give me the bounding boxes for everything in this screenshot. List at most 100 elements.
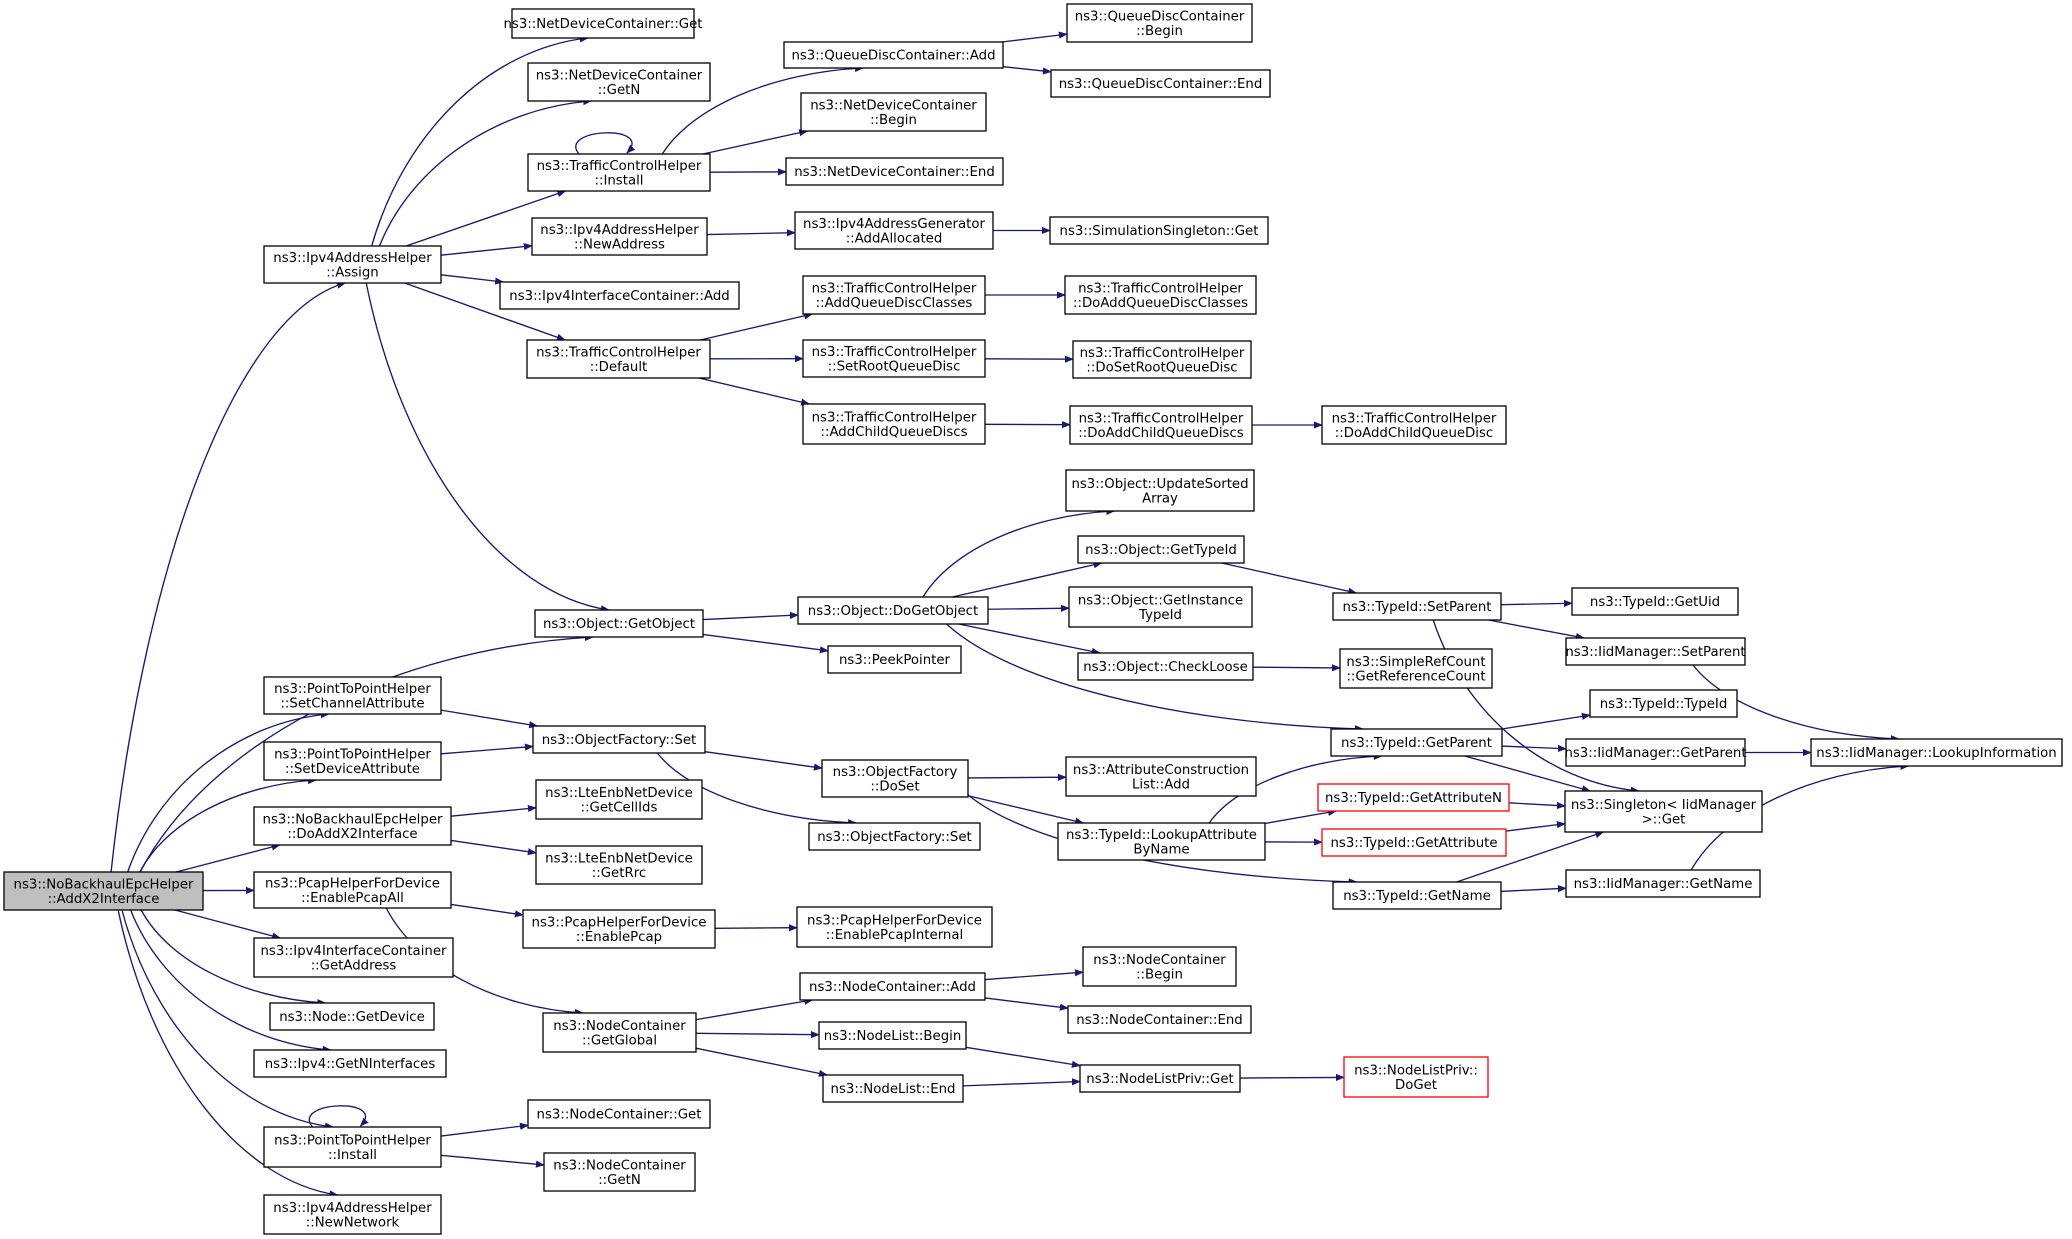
function-node[interactable]: ns3::NodeList::End — [822, 1074, 964, 1103]
function-node[interactable]: ns3::Ipv4InterfaceContainer::Add — [499, 281, 740, 310]
function-node[interactable]: ns3::Ipv4AddressGenerator::AddAllocated — [794, 211, 994, 250]
function-node[interactable]: ns3::ObjectFactory::DoSet — [821, 759, 969, 798]
function-node[interactable]: ns3::TrafficControlHelper::SetRootQueueD… — [802, 339, 986, 378]
call-edge — [695, 1047, 828, 1077]
function-node[interactable]: ns3::SimpleRefCount::GetReferenceCount — [1339, 648, 1493, 689]
function-node[interactable]: ns3::PcapHelperForDevice::EnablePcapAll — [253, 871, 452, 909]
function-node[interactable]: ns3::Object::DoGetObject — [797, 596, 989, 625]
node-label: ns3::NodeContainer — [553, 1019, 686, 1034]
function-node[interactable]: ns3::TrafficControlHelper::DoSetRootQueu… — [1072, 340, 1252, 379]
node-label: ::Begin — [870, 113, 917, 128]
node-label: ns3::TypeId::GetAttributeN — [1325, 791, 1502, 806]
function-node[interactable]: ns3::QueueDiscContainer::Add — [783, 41, 1004, 69]
function-node[interactable]: ns3::IidManager::SetParent — [1565, 637, 1746, 666]
node-label: ByName — [1133, 842, 1189, 857]
function-node[interactable]: ns3::NetDeviceContainer::GetN — [527, 62, 711, 102]
function-node[interactable]: ns3::TrafficControlHelper::AddQueueDiscC… — [802, 275, 986, 315]
function-node[interactable]: ns3::TrafficControlHelper::Default — [526, 339, 711, 379]
function-node[interactable]: ns3::TypeId::GetAttributeN — [1317, 783, 1510, 812]
function-node[interactable]: ns3::QueueDiscContainer::Begin — [1066, 3, 1253, 43]
function-node[interactable]: ns3::TrafficControlHelper::DoAddQueueDis… — [1064, 275, 1257, 315]
node-label: ns3::TrafficControlHelper — [536, 345, 701, 360]
node-label: ns3::TypeId::TypeId — [1600, 697, 1728, 712]
node-label: ::Install — [595, 173, 644, 188]
function-node[interactable]: ns3::TrafficControlHelper::AddChildQueue… — [802, 403, 986, 445]
function-node[interactable]: ns3::PointToPointHelper::SetDeviceAttrib… — [263, 741, 442, 781]
function-node[interactable]: ns3::NoBackhaulEpcHelper::DoAddX2Interfa… — [253, 806, 452, 846]
function-node[interactable]: ns3::NodeList::Begin — [818, 1021, 967, 1050]
node-label: ns3::SimpleRefCount — [1346, 655, 1485, 670]
node-label: Array — [1142, 491, 1178, 506]
function-node[interactable]: ns3::PointToPointHelper::SetChannelAttri… — [263, 676, 442, 715]
function-node[interactable]: ns3::TypeId::GetName — [1332, 881, 1502, 910]
function-node[interactable]: ns3::QueueDiscContainer::End — [1050, 69, 1271, 98]
function-node[interactable]: ns3::Ipv4AddressHelper::NewAddress — [531, 217, 708, 256]
function-node[interactable]: ns3::Singleton< IidManager >::Get — [1564, 790, 1763, 833]
function-node[interactable]: ns3::NetDeviceContainer::End — [785, 157, 1004, 186]
node-label: ns3::IidManager::LookupInformation — [1816, 746, 2056, 761]
function-node[interactable]: ns3::Object::CheckLoose — [1077, 652, 1254, 681]
node-label: ns3::TypeId::GetAttribute — [1330, 836, 1497, 851]
function-node[interactable]: ns3::PcapHelperForDevice::EnablePcapInte… — [796, 906, 993, 948]
function-node[interactable]: ns3::Ipv4AddressHelper::Assign — [263, 245, 442, 284]
node-box — [1589, 689, 1738, 718]
function-node[interactable]: ns3::TypeId::SetParent — [1332, 592, 1502, 621]
function-node[interactable]: ns3::Ipv4InterfaceContainer::GetAddress — [253, 937, 454, 978]
node-label: ::Install — [328, 1148, 377, 1163]
function-node[interactable]: ns3::TrafficControlHelper::DoAddChildQue… — [1069, 405, 1253, 445]
function-node[interactable]: ns3::IidManager::GetParent — [1564, 738, 1747, 767]
function-node[interactable]: ns3::NodeContainer::GetGlobal — [542, 1012, 697, 1053]
function-node[interactable]: ns3::NodeContainer::Get — [527, 1099, 711, 1129]
function-node[interactable]: ns3::Ipv4::GetNInterfaces — [253, 1049, 447, 1078]
function-node[interactable]: ns3::TypeId::GetUid — [1571, 587, 1739, 616]
call-edge — [378, 98, 593, 247]
node-box — [1079, 1064, 1241, 1093]
node-label: ::EnablePcapAll — [301, 891, 404, 906]
function-node[interactable]: ns3::TypeId::GetParent — [1330, 728, 1503, 757]
function-node[interactable]: ns3::TrafficControlHelper::Install — [527, 153, 711, 192]
node-box — [1321, 405, 1507, 445]
node-label: ns3::NodeContainer — [1093, 953, 1226, 968]
function-node[interactable]: ns3::LteEnbNetDevice::GetRrc — [535, 845, 703, 885]
function-node[interactable]: ns3::PcapHelperForDevice::EnablePcap — [522, 909, 716, 949]
function-node[interactable]: ns3::Object::GetObject — [534, 609, 704, 638]
function-node[interactable]: ns3::PointToPointHelper::Install — [263, 1126, 442, 1168]
node-label: ns3::NetDeviceContainer — [810, 98, 977, 113]
function-node[interactable]: ns3::IidManager::GetName — [1565, 869, 1761, 898]
function-node[interactable]: ns3::NodeContainer::GetN — [543, 1152, 696, 1192]
function-node[interactable]: ns3::NodeContainer::Begin — [1082, 946, 1237, 987]
function-node[interactable]: ns3::NodeContainer::Add — [799, 972, 986, 1001]
function-node[interactable]: ns3::SimulationSingleton::Get — [1049, 216, 1269, 245]
function-node[interactable]: ns3::PeekPointer — [827, 645, 962, 674]
call-edge — [440, 1122, 529, 1137]
function-node[interactable]: ns3::NodeListPriv::Get — [1079, 1064, 1241, 1093]
function-node[interactable]: ns3::TrafficControlHelper::DoAddChildQue… — [1321, 405, 1507, 445]
node-label: ::GetAddress — [311, 958, 397, 973]
node-box — [542, 1012, 697, 1053]
function-node[interactable]: ns3::Ipv4AddressHelper::NewNetwork — [263, 1194, 442, 1235]
function-node[interactable]: ns3::Node::GetDevice — [269, 1002, 435, 1031]
function-node[interactable]: ns3::Object::GetTypeId — [1077, 535, 1245, 564]
node-label: ns3::QueueDiscContainer::End — [1059, 77, 1263, 92]
root-function-node[interactable]: ns3::NoBackhaulEpcHelper::AddX2Interface — [3, 871, 204, 911]
node-label: ::DoAddX2Interface — [287, 827, 417, 842]
call-edge — [700, 312, 814, 341]
function-node[interactable]: ns3::IidManager::LookupInformation — [1810, 738, 2063, 767]
function-node[interactable]: ns3::ObjectFactory::Set — [808, 822, 981, 851]
function-node[interactable]: ns3::NetDeviceContainer::Begin — [800, 92, 987, 132]
function-node[interactable]: ns3::LteEnbNetDevice::GetCellIds — [535, 779, 703, 820]
function-node[interactable]: ns3::NodeContainer::End — [1067, 1005, 1252, 1034]
node-box — [527, 153, 711, 192]
node-label: ns3::ObjectFactory::Set — [817, 830, 971, 845]
function-node[interactable]: ns3::ObjectFactory::Set — [532, 725, 706, 754]
function-node[interactable]: ns3::NodeListPriv::DoGet — [1343, 1056, 1489, 1098]
function-node[interactable]: ns3::TypeId::GetAttribute — [1321, 828, 1507, 857]
function-node[interactable]: ns3::TypeId::TypeId — [1589, 689, 1738, 718]
function-node[interactable]: ns3::NetDeviceContainer::Get — [504, 8, 703, 39]
call-edge — [656, 752, 858, 827]
edges-layer — [110, 31, 1910, 1198]
